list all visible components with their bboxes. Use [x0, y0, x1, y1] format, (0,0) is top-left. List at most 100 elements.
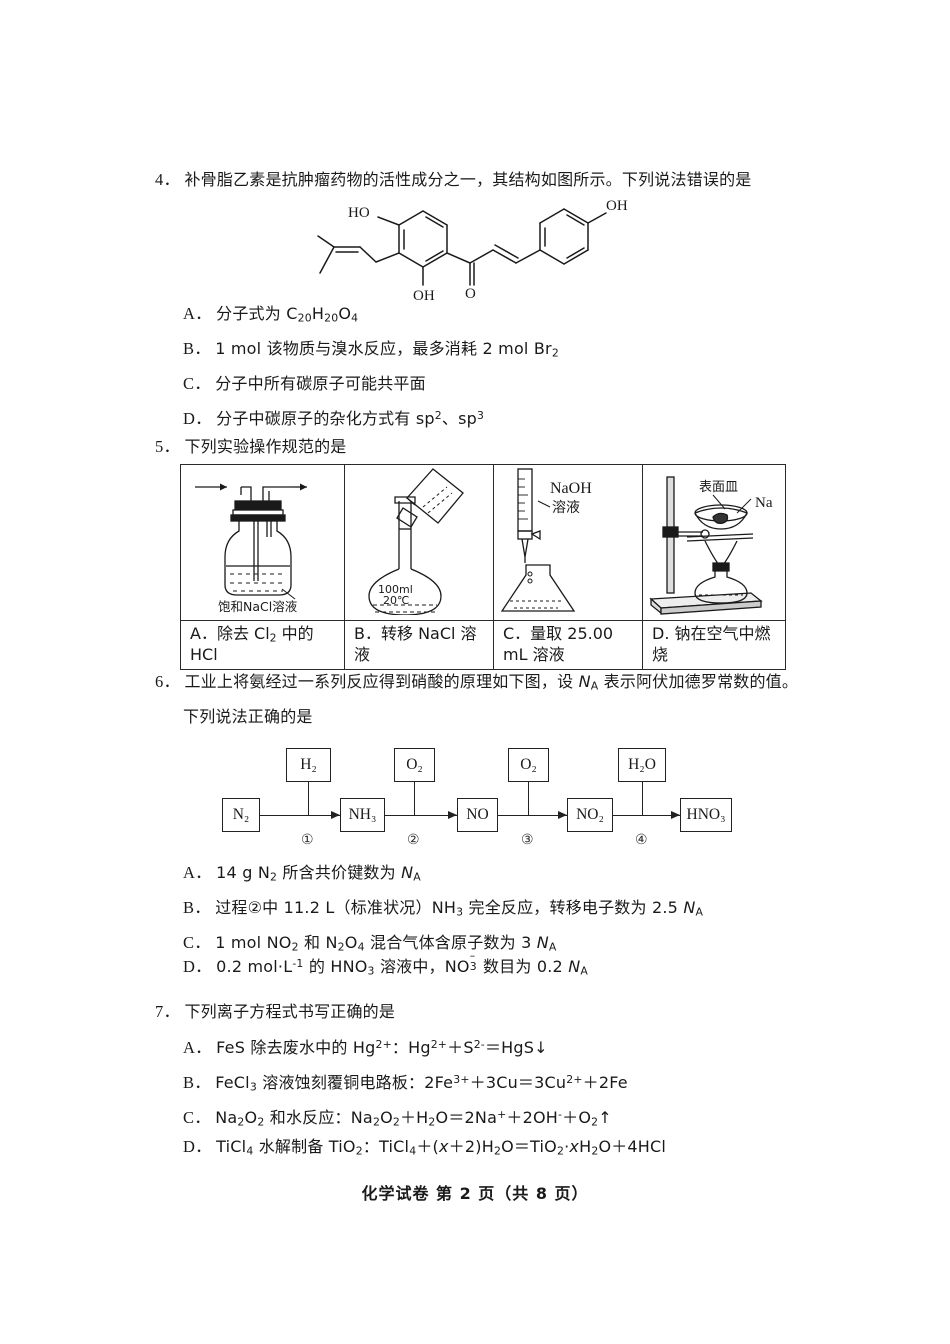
option-letter: B．	[183, 1073, 211, 1092]
sodium-burning-svg: 表面皿 Na	[649, 476, 773, 615]
question-7-option-d: D． TiCl4 水解制备 TiO2：TiCl4＋(x＋2)H2O＝TiO2·x…	[183, 1135, 666, 1160]
flow-connector-3	[528, 782, 530, 816]
question-7-option-b: B． FeCl3 溶液蚀刻覆铜电路板：2Fe3+＋3Cu＝3Cu2+＋2Fe	[183, 1071, 628, 1096]
question-4-number: 4．	[155, 170, 181, 189]
burette-titration-svg: NaOH 溶液	[500, 468, 592, 612]
apparatus-caption-a: A．除去 Cl2 中的 HCl	[180, 619, 345, 671]
watch-glass-label: 表面皿	[699, 480, 738, 495]
flow-step-3: ③	[521, 833, 534, 848]
volumetric-flask-volume: 100ml	[378, 583, 413, 596]
structure-label-carbonyl-o: O	[465, 286, 476, 300]
flow-reagent-h2: H₂	[286, 748, 331, 782]
option-letter: D．	[183, 957, 212, 976]
option-text: TiCl4 水解制备 TiO2：TiCl4＋(x＋2)H2O＝TiO2·xH2O…	[216, 1137, 667, 1158]
option-text: 分子中碳原子的杂化方式有 sp2、sp3	[216, 409, 485, 428]
table-row-captions: A．除去 Cl2 中的 HCl B．转移 NaCl 溶液 C．量取 25.00 …	[180, 619, 786, 671]
option-text: 分子中所有碳原子可能共平面	[215, 374, 426, 393]
flow-node-n2: N₂	[222, 798, 260, 832]
option-text: 过程②中 11.2 L（标准状况）NH3 完全反应，转移电子数为 2.5 NA	[215, 898, 704, 919]
question-6-stem-text-2: 下列说法正确的是	[183, 707, 313, 726]
option-text: 14 g N2 所含共价键数为 NA	[216, 863, 421, 884]
question-7-option-c: C． Na2O2 和水反应：Na2O2＋H2O＝2Na+＋2OH-＋O2↑	[183, 1106, 612, 1131]
question-6-option-d: D． 0.2 mol·L-1 的 HNO3 溶液中，NO–3 数目为 0.2 N…	[183, 949, 589, 980]
flow-reagent-o2-1: O₂	[394, 748, 435, 782]
option-text: 分子式为 C20H20O4	[216, 304, 359, 325]
apparatus-cell-d: 表面皿 Na	[642, 464, 786, 621]
volumetric-flask-svg: 100ml 20℃	[368, 468, 464, 616]
option-text: 1 mol NO2 和 N2O4 混合气体含原子数为 3 NA	[215, 933, 557, 954]
chalcone-structure-svg: HO OH OH O	[317, 198, 628, 304]
option-letter: B．	[183, 898, 211, 917]
question-4-stem: 4． 补骨脂乙素是抗肿瘤药物的活性成分之一，其结构如图所示。下列说法错误的是	[155, 168, 752, 193]
flow-connector-2	[414, 782, 416, 816]
question-6-stem-line1: 6． 工业上将氨经过一系列反应得到硝酸的原理如下图，设 NA 表示阿伏加德罗常数…	[155, 670, 798, 695]
option-text: 1 mol 该物质与溴水反应，最多消耗 2 mol Br2	[215, 339, 559, 360]
apparatus-caption-b: B．转移 NaCl 溶液	[344, 619, 494, 671]
option-text: Na2O2 和水反应：Na2O2＋H2O＝2Na+＋2OH-＋O2↑	[215, 1108, 612, 1129]
option-letter: D．	[183, 409, 212, 428]
flow-step-4: ④	[635, 833, 648, 848]
option-letter: A．	[183, 863, 212, 882]
sodium-label: Na	[755, 495, 773, 511]
question-6-option-a: A． 14 g N2 所含共价键数为 NA	[183, 861, 421, 886]
question-6-option-c: C． 1 mol NO2 和 N2O4 混合气体含原子数为 3 NA	[183, 931, 557, 956]
question-4-option-d: D． 分子中碳原子的杂化方式有 sp2、sp3	[183, 407, 484, 432]
flow-connector-1	[308, 782, 310, 816]
apparatus-cell-c: NaOH 溶液	[493, 464, 643, 621]
question-5-number: 5．	[155, 437, 181, 456]
flow-reagent-o2-2: O₂	[508, 748, 549, 782]
option-text: FeCl3 溶液蚀刻覆铜电路板：2Fe3+＋3Cu＝3Cu2+＋2Fe	[215, 1073, 628, 1094]
option-letter: C．	[183, 1108, 211, 1127]
question-6-stem-text: 工业上将氨经过一系列反应得到硝酸的原理如下图，设 NA 表示阿伏加德罗常数的值。	[184, 672, 799, 693]
question-7-number: 7．	[155, 1002, 181, 1021]
question-6-stem-line2: 下列说法正确的是	[183, 705, 313, 730]
caption-text: A．除去 Cl2 中的 HCl	[190, 624, 314, 665]
burette-label-naoh: NaOH	[550, 480, 592, 497]
apparatus-caption-c: C．量取 25.00 mL 溶液	[493, 619, 643, 671]
question-6-number: 6．	[155, 672, 181, 691]
caption-text: D. 钠在空气中燃烧	[652, 624, 771, 665]
option-letter: A．	[183, 1038, 212, 1057]
structure-label-oh-right: OH	[606, 198, 628, 214]
flow-connector-4	[642, 782, 644, 816]
caption-text: B．转移 NaCl 溶液	[354, 624, 477, 665]
question-7-stem-text: 下列离子方程式书写正确的是	[184, 1002, 396, 1021]
table-row-figures: 饱和NaCl溶液	[180, 464, 786, 621]
gas-washing-bottle-label: 饱和NaCl溶液	[218, 599, 298, 614]
flow-reagent-h2o: H₂O	[618, 748, 666, 782]
volumetric-flask-temp: 20℃	[383, 594, 409, 607]
flow-node-nh3: NH₃	[340, 798, 385, 832]
flow-step-2: ②	[407, 833, 420, 848]
caption-text: C．量取 25.00 mL 溶液	[503, 624, 614, 665]
gas-washing-bottle-svg: 饱和NaCl溶液	[194, 483, 307, 614]
option-text: 0.2 mol·L-1 的 HNO3 溶液中，NO–3 数目为 0.2 NA	[216, 949, 589, 978]
question-4-option-b: B． 1 mol 该物质与溴水反应，最多消耗 2 mol Br2	[183, 337, 559, 362]
apparatus-cell-b: 100ml 20℃	[344, 464, 494, 621]
question-5-stem: 5． 下列实验操作规范的是	[155, 435, 347, 460]
chalcone-structure-figure: HO OH OH O	[300, 190, 630, 305]
page-footer: 化学试卷 第 2 页（共 8 页）	[361, 1184, 589, 1203]
question-5-stem-text: 下列实验操作规范的是	[184, 437, 347, 456]
flow-node-hno3: HNO₃	[680, 798, 732, 832]
apparatus-caption-d: D. 钠在空气中燃烧	[642, 619, 786, 671]
apparatus-cell-a: 饱和NaCl溶液	[180, 464, 345, 621]
question-4-option-c: C． 分子中所有碳原子可能共平面	[183, 372, 426, 397]
option-letter: C．	[183, 374, 211, 393]
structure-label-ho-left: HO	[348, 205, 370, 221]
apparatus-table: 饱和NaCl溶液	[180, 464, 786, 671]
flow-step-1: ①	[301, 833, 314, 848]
flow-node-no2: NO₂	[567, 798, 613, 832]
question-4-stem-text: 补骨脂乙素是抗肿瘤药物的活性成分之一，其结构如图所示。下列说法错误的是	[184, 170, 752, 189]
option-letter: C．	[183, 933, 211, 952]
question-7-option-a: A． FeS 除去废水中的 Hg2+：Hg2+＋S2-＝HgS↓	[183, 1036, 548, 1061]
structure-label-oh-bottom: OH	[413, 288, 435, 300]
question-4-option-a: A． 分子式为 C20H20O4	[183, 302, 358, 327]
burette-label-solution: 溶液	[552, 500, 580, 516]
option-letter: D．	[183, 1137, 212, 1156]
question-6-option-b: B． 过程②中 11.2 L（标准状况）NH3 完全反应，转移电子数为 2.5 …	[183, 896, 703, 921]
option-text: FeS 除去废水中的 Hg2+：Hg2+＋S2-＝HgS↓	[216, 1038, 548, 1057]
option-letter: B．	[183, 339, 211, 358]
flow-node-no: NO	[457, 798, 498, 832]
option-letter: A．	[183, 304, 212, 323]
